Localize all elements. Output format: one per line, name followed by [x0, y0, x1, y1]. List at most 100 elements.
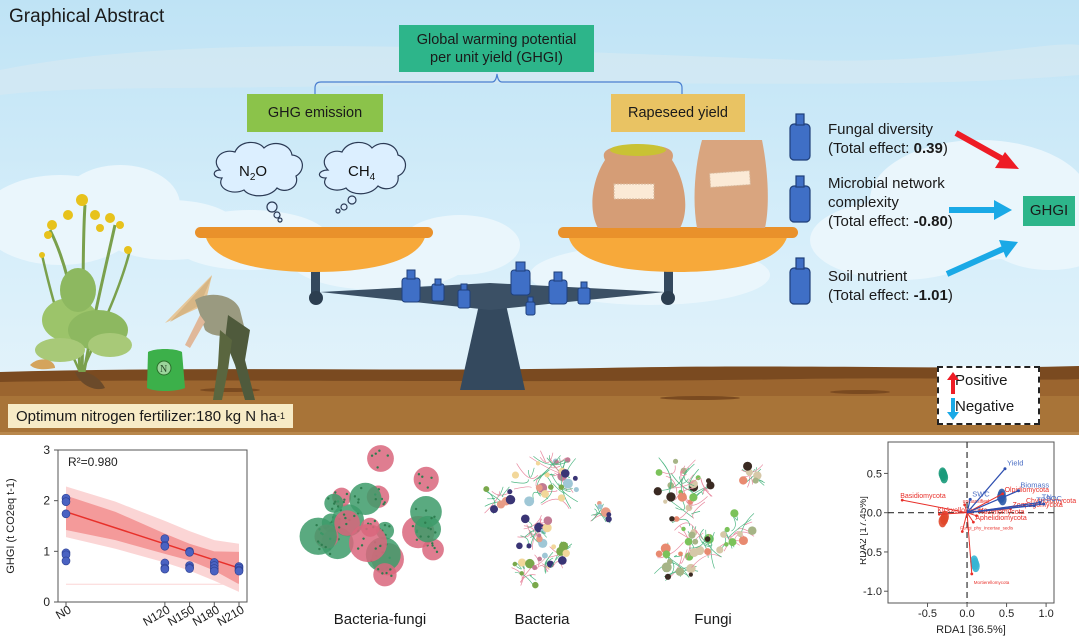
taxa-vector [939, 512, 968, 515]
network-edge [744, 468, 750, 488]
taxa-vector-tip [971, 520, 975, 524]
data-point [160, 564, 170, 574]
env-vector-label: SWC [972, 489, 990, 498]
legend-positive: Positive [947, 372, 1008, 394]
network-node [673, 516, 680, 522]
network-node [318, 547, 321, 551]
env-vector-tip [1038, 500, 1042, 504]
network-edge [688, 474, 701, 483]
factor-fungal-diversity: Fungal diversity (Total effect: 0.39) [828, 121, 948, 157]
network-node [332, 502, 336, 505]
network-node [429, 527, 432, 531]
x-tick-label: 1.0 [1038, 608, 1053, 620]
network-node [688, 572, 693, 577]
n2o-thought-cloud-icon [213, 141, 303, 223]
network-node [383, 501, 386, 504]
network-node [316, 540, 320, 543]
network-node [424, 509, 428, 512]
data-point [61, 556, 71, 566]
network-module [367, 445, 394, 472]
network-edge [670, 472, 693, 492]
network-node [360, 544, 364, 547]
network-module [413, 466, 439, 492]
scale-weights-icon [401, 261, 591, 316]
network-module [349, 482, 382, 516]
y-tick-label: 0.0 [867, 508, 882, 520]
network-node [662, 550, 671, 559]
network-edge [688, 468, 700, 495]
taxa-vector-label: Kickxellomycota [937, 507, 987, 514]
network-node [374, 452, 377, 455]
network-node [692, 538, 699, 545]
network-node [689, 493, 698, 502]
network-node [706, 481, 715, 490]
blue-down-arrow-icon [947, 398, 959, 420]
positive-arrow-icon [995, 152, 1019, 169]
rapeseed-plant-illustration [30, 194, 132, 390]
network-edge [680, 459, 696, 474]
network-edge [703, 489, 709, 495]
network-node [675, 567, 685, 576]
bag-label: N [160, 364, 167, 375]
network-node [417, 473, 421, 476]
data-point [185, 564, 194, 573]
data-point [185, 548, 194, 557]
network-node [689, 548, 699, 557]
network-node [328, 552, 332, 556]
network-edge [516, 562, 522, 570]
y-tick-label: 1 [43, 544, 50, 558]
network-edge [548, 455, 566, 465]
network-label-bacteria-fungi: Bacteria-fungi [333, 611, 427, 628]
network-node [704, 536, 711, 542]
network-module [299, 517, 337, 555]
network-graph-0 [299, 445, 444, 587]
network-node [695, 475, 701, 481]
effect-arrows [945, 130, 1019, 277]
network-node [541, 490, 549, 498]
network-node [678, 551, 683, 557]
bracket-connector [314, 73, 683, 94]
network-node [655, 550, 663, 558]
network-node [483, 486, 490, 493]
network-node [356, 547, 360, 550]
network-edge [532, 533, 538, 550]
network-node [724, 542, 729, 547]
network-node [379, 544, 382, 548]
x-tick-label: 0.5 [999, 608, 1014, 620]
network-node [557, 494, 566, 502]
network-node [345, 492, 349, 496]
ghgi-line-2: per unit yield (GHGI) [430, 49, 563, 66]
network-edge [692, 501, 706, 519]
negative-arrow-icon [999, 240, 1018, 258]
network-node [537, 556, 542, 562]
legend-negative: Negative [947, 398, 1014, 420]
effect-value: -1.01 [913, 287, 948, 304]
network-node [342, 513, 346, 516]
network-edge [487, 497, 496, 500]
network-node [558, 556, 567, 565]
network-edge [691, 554, 721, 568]
taxa-vector-label: Basidiomycota [900, 493, 946, 500]
network-edge [670, 500, 693, 518]
network-edge [594, 503, 604, 518]
network-node [720, 531, 727, 538]
network-edge [703, 488, 713, 497]
network-module [373, 563, 397, 587]
network-edge [675, 487, 694, 501]
network-node [705, 478, 712, 484]
network-label-bacteria: Bacteria [514, 611, 570, 628]
network-node [512, 561, 518, 567]
factor-microbial-network-complexity: Microbial network complexity (Total effe… [828, 175, 953, 230]
effect-value: -0.80 [913, 213, 948, 230]
network-node [421, 475, 424, 478]
network-node [427, 535, 430, 538]
network-node [334, 491, 337, 494]
network-edge [519, 574, 536, 583]
taxa-vector-tip [1001, 492, 1005, 496]
n2o-label: N2O [239, 163, 268, 183]
network-edge [537, 469, 550, 480]
network-node [376, 568, 380, 571]
network-edge [533, 456, 569, 466]
env-vector-label: TN [1042, 492, 1052, 501]
y-tick-label: -0.5 [863, 547, 882, 559]
